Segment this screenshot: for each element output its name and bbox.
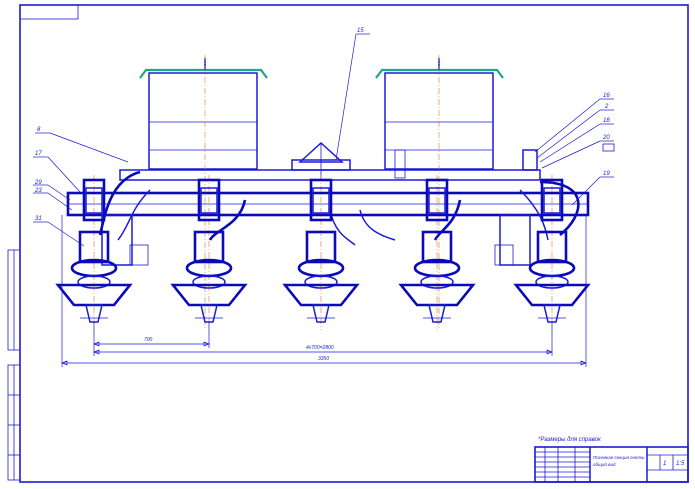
seed-hoses — [98, 170, 580, 246]
central-drive-bracket — [291, 141, 406, 180]
callout-31: 31 — [33, 216, 85, 247]
seeding-unit-4 — [398, 175, 476, 330]
svg-text:4х700=2800: 4х700=2800 — [306, 345, 334, 351]
stamp-box-top-left — [19, 4, 79, 20]
svg-text:18: 18 — [603, 118, 610, 124]
callout-19: 19 — [571, 171, 614, 206]
main-frame — [66, 149, 590, 266]
svg-text:8: 8 — [37, 127, 41, 133]
callout-2: 2 — [536, 104, 614, 159]
callout-23: 23 — [33, 188, 73, 211]
svg-text:Посевная секция сеялки: Посевная секция сеялки — [593, 455, 645, 460]
svg-text:общий вид: общий вид — [593, 461, 616, 467]
svg-text:1:5: 1:5 — [676, 461, 685, 467]
callout-8: 8 — [35, 127, 129, 163]
reference-note: *Размеры для справок — [538, 437, 602, 443]
callout-18: 18 — [539, 118, 614, 163]
svg-text:2: 2 — [604, 104, 609, 110]
svg-text:29: 29 — [34, 180, 42, 186]
svg-text:700: 700 — [144, 337, 153, 343]
seeding-unit-5 — [513, 175, 591, 330]
sheet-border — [19, 4, 689, 483]
svg-text:19: 19 — [603, 171, 610, 177]
svg-text:3350: 3350 — [318, 356, 329, 362]
left-margin-strips — [7, 249, 21, 481]
svg-text:17: 17 — [35, 151, 42, 157]
svg-text:15: 15 — [357, 28, 364, 34]
seeding-unit-2 — [170, 175, 248, 330]
svg-text:1: 1 — [663, 461, 666, 467]
svg-text:20: 20 — [602, 135, 610, 141]
callout-15: 15 — [335, 28, 370, 161]
dimension-span: 4х700=2800 — [93, 322, 553, 356]
callout-16: 16 — [534, 93, 614, 153]
callout-29: 29 — [33, 180, 71, 201]
title-block: Посевная секция сеялки общий вид 1:5 1 — [534, 446, 689, 483]
seeding-unit-1 — [55, 175, 133, 330]
dimension-pitch: 700 — [93, 322, 210, 348]
svg-text:16: 16 — [603, 93, 610, 99]
seeding-unit-3 — [282, 175, 360, 330]
callout-20: 20 — [541, 135, 615, 169]
dimension-overall: 3350 — [61, 215, 587, 367]
svg-text:23: 23 — [34, 188, 42, 194]
svg-text:31: 31 — [35, 216, 42, 222]
callout-17: 17 — [33, 151, 81, 193]
